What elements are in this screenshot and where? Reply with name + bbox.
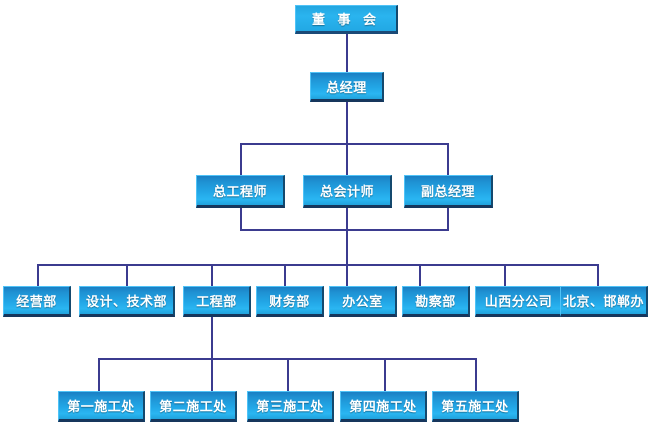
- node-label: 经营部: [16, 295, 57, 310]
- connector-drop-dept-7: [504, 264, 506, 286]
- connector-drop-dept-1: [37, 264, 39, 286]
- connector-drop-dept-8: [597, 264, 599, 286]
- connector-drop-dept-3: [211, 264, 213, 286]
- connector-departments-bus: [37, 264, 598, 266]
- connector-executives-merge-bus: [240, 229, 449, 231]
- connector-drop-unit-2: [211, 358, 213, 391]
- node-label: 副总经理: [420, 185, 475, 200]
- connector-drop-chief-engineer: [240, 143, 242, 175]
- node-label: 北京、邯郸办: [562, 295, 644, 310]
- connector-drop-dept-6: [419, 264, 421, 286]
- node-label: 财务部: [269, 295, 310, 310]
- connector-gm-down: [346, 102, 348, 145]
- node-board-of-directors[interactable]: 董 事 会: [295, 5, 398, 34]
- node-department-office[interactable]: 办公室: [329, 286, 397, 317]
- node-office-beijing-handan[interactable]: 北京、邯郸办: [560, 286, 648, 317]
- node-label: 山西分公司: [484, 295, 553, 310]
- connector-rise-chief-accountant: [346, 208, 348, 230]
- node-label: 第四施工处: [349, 400, 417, 415]
- connector-engineering-trunk: [211, 317, 213, 359]
- connector-drop-deputy-gm: [447, 143, 449, 175]
- connector-drop-dept-4: [284, 264, 286, 286]
- node-department-design-technology[interactable]: 设计、技术部: [79, 286, 175, 317]
- node-department-finance[interactable]: 财务部: [256, 286, 324, 317]
- connector-drop-chief-accountant: [346, 143, 348, 175]
- node-label: 总工程师: [212, 185, 267, 200]
- connector-board-to-gm: [346, 34, 348, 72]
- node-label: 董 事 会: [311, 13, 381, 28]
- node-construction-unit-1[interactable]: 第一施工处: [58, 391, 145, 422]
- connector-executives-bus: [240, 143, 449, 145]
- node-chief-accountant[interactable]: 总会计师: [303, 175, 392, 208]
- node-label: 第一施工处: [67, 400, 135, 415]
- node-label: 第二施工处: [159, 400, 227, 415]
- connector-drop-unit-4: [384, 358, 386, 391]
- node-label: 勘察部: [415, 295, 456, 310]
- node-construction-unit-5[interactable]: 第五施工处: [432, 391, 519, 422]
- connector-drop-dept-5: [346, 264, 348, 286]
- node-department-survey[interactable]: 勘察部: [402, 286, 470, 317]
- node-label: 总经理: [326, 80, 367, 96]
- connector-drop-unit-3: [287, 358, 289, 391]
- connector-rise-deputy-gm: [447, 208, 449, 230]
- connector-drop-unit-5: [475, 358, 477, 391]
- node-construction-unit-4[interactable]: 第四施工处: [340, 391, 427, 422]
- node-chief-engineer[interactable]: 总工程师: [196, 175, 285, 208]
- connector-trunk-to-departments: [346, 229, 348, 265]
- node-deputy-general-manager[interactable]: 副总经理: [404, 175, 493, 208]
- node-label: 设计、技术部: [85, 295, 167, 310]
- node-label: 第五施工处: [441, 400, 509, 415]
- node-label: 工程部: [196, 295, 237, 310]
- node-general-manager[interactable]: 总经理: [310, 72, 384, 102]
- node-label: 总会计师: [319, 185, 374, 200]
- node-department-operations[interactable]: 经营部: [3, 286, 71, 317]
- connector-drop-dept-2: [126, 264, 128, 286]
- node-construction-unit-3[interactable]: 第三施工处: [247, 391, 334, 422]
- node-label: 办公室: [342, 295, 383, 310]
- node-branch-shanxi[interactable]: 山西分公司: [475, 286, 563, 317]
- node-label: 第三施工处: [256, 400, 324, 415]
- node-department-engineering[interactable]: 工程部: [183, 286, 251, 317]
- connector-rise-chief-engineer: [240, 208, 242, 230]
- connector-drop-unit-1: [98, 358, 100, 391]
- node-construction-unit-2[interactable]: 第二施工处: [150, 391, 237, 422]
